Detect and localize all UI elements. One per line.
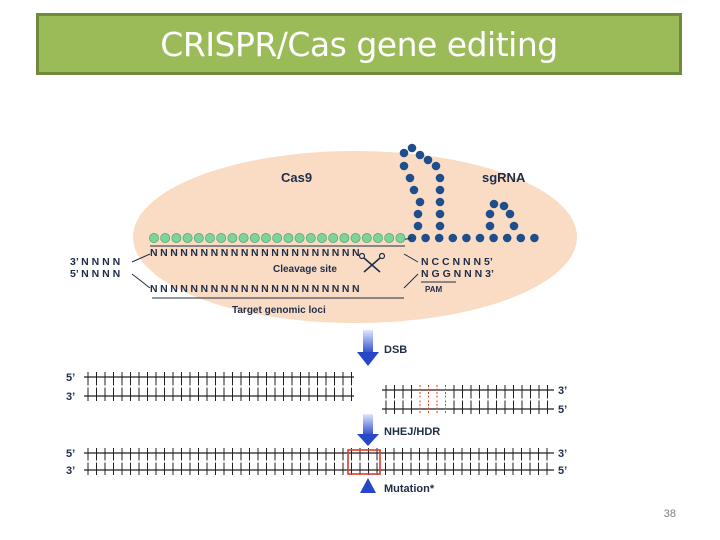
page-number: 38 — [663, 508, 676, 520]
sgrna-bead — [415, 150, 425, 160]
sgrna-bead — [435, 185, 445, 195]
repaired-dna — [84, 448, 554, 475]
sgrna-bead — [530, 233, 539, 243]
guide-bead — [328, 233, 339, 243]
sgrna-bead — [509, 221, 519, 231]
sgrna-bead — [448, 233, 458, 243]
dsb-right-3prime: 3’ — [558, 385, 567, 397]
sgrna-bead — [489, 233, 498, 243]
bottom-strand-left-label: 5’ N N N N — [70, 268, 120, 280]
guide-bead — [317, 233, 327, 243]
guide-bead — [182, 233, 193, 243]
sgrna-bead — [505, 209, 515, 219]
guide-bead — [339, 233, 350, 243]
sgrna-bead — [413, 221, 423, 231]
mutation-label: Mutation* — [384, 483, 435, 495]
guide-bead — [227, 233, 238, 243]
sgrna-bead — [399, 148, 409, 158]
sgrna-bead — [413, 209, 423, 219]
sgrna-bead — [409, 185, 419, 195]
guide-bead — [149, 233, 159, 243]
sgrna-bead — [399, 161, 409, 171]
sgrna-bead-chain — [399, 143, 539, 243]
sgrna-bead — [407, 143, 417, 153]
sgrna-bead — [516, 233, 526, 243]
guide-bead — [283, 233, 294, 243]
nhej-arrow-icon — [357, 414, 379, 446]
sgrna-bead — [485, 209, 495, 219]
sgrna-bead — [462, 233, 471, 243]
pam-label: PAM — [425, 285, 443, 294]
guide-bead — [171, 233, 182, 243]
sgrna-bead — [435, 197, 445, 207]
guide-bead — [384, 233, 395, 243]
bottom-right-seq: N G G N N N 3’ — [421, 268, 494, 280]
nhej-hdr-label: NHEJ/HDR — [384, 426, 440, 438]
guide-bead — [272, 233, 283, 243]
mutation-box — [347, 449, 381, 475]
pam-connector-bottom — [403, 273, 419, 289]
sgrna-bead — [485, 221, 495, 231]
guide-bead — [395, 233, 406, 243]
sgrna-bead — [489, 199, 499, 209]
sgrna-bead — [435, 221, 445, 231]
guide-bead — [205, 233, 215, 243]
cas9-label: Cas9 — [281, 170, 312, 185]
guide-bead — [160, 233, 171, 243]
guide-bead — [294, 233, 305, 243]
dsb-left-5prime: 5’ — [66, 372, 75, 384]
dsb-right-5prime: 5’ — [558, 404, 567, 416]
guide-bead — [193, 233, 204, 243]
repaired-right-5prime: 5’ — [558, 465, 567, 477]
protospacer-bottom-seq: N N N N N N N N N N N N N N N N N N N N … — [150, 283, 359, 295]
dsb-label: DSB — [384, 344, 407, 356]
sgrna-bead — [423, 155, 433, 165]
sgrna-bead — [435, 209, 445, 219]
sgrna-bead — [431, 161, 441, 171]
repaired-5prime: 5’ — [66, 448, 75, 460]
dsb-left-dna-fragment — [84, 372, 354, 401]
repaired-right-3prime: 3’ — [558, 448, 567, 460]
guide-rna-beads — [149, 233, 406, 243]
guide-bead — [261, 233, 271, 243]
protospacer-top-seq: N N N N N N N N N N N N N N N N N N N N … — [150, 247, 359, 259]
scissors-icon — [358, 252, 386, 273]
guide-bead — [361, 233, 372, 243]
dsb-left-3prime: 3’ — [66, 391, 75, 403]
sgrna-label: sgRNA — [482, 170, 526, 185]
guide-bead — [350, 233, 361, 243]
sgrna-bead — [499, 201, 509, 211]
repaired-3prime: 3’ — [66, 465, 75, 477]
guide-bead — [305, 233, 316, 243]
pam-connector-top — [403, 253, 419, 263]
guide-bead — [249, 233, 260, 243]
slide-title: CRISPR/Cas gene editing — [160, 24, 558, 64]
target-connector-bottom — [131, 273, 151, 289]
sgrna-bead — [475, 233, 485, 243]
sgrna-bead — [502, 233, 512, 243]
mutation-marker-icon — [360, 478, 376, 493]
dsb-right-dna-fragment — [382, 385, 554, 414]
sgrna-bead — [435, 173, 445, 183]
sgrna-bead — [415, 197, 425, 207]
sgrna-bead — [405, 173, 415, 183]
guide-bead — [216, 233, 227, 243]
sgrna-bead — [434, 233, 444, 243]
top-strand-left-label: 3’ N N N N — [70, 256, 120, 268]
target-connector-top — [131, 253, 151, 263]
guide-bead — [373, 233, 383, 243]
cleavage-site-label: Cleavage site — [273, 264, 337, 275]
sgrna-bead — [421, 233, 430, 243]
target-loci-label: Target genomic loci — [232, 305, 326, 316]
dsb-arrow-icon — [357, 330, 379, 366]
guide-bead — [238, 233, 249, 243]
top-right-seq: N C C N N N 5’ — [421, 256, 493, 268]
title-bar: CRISPR/Cas gene editing — [36, 13, 682, 75]
